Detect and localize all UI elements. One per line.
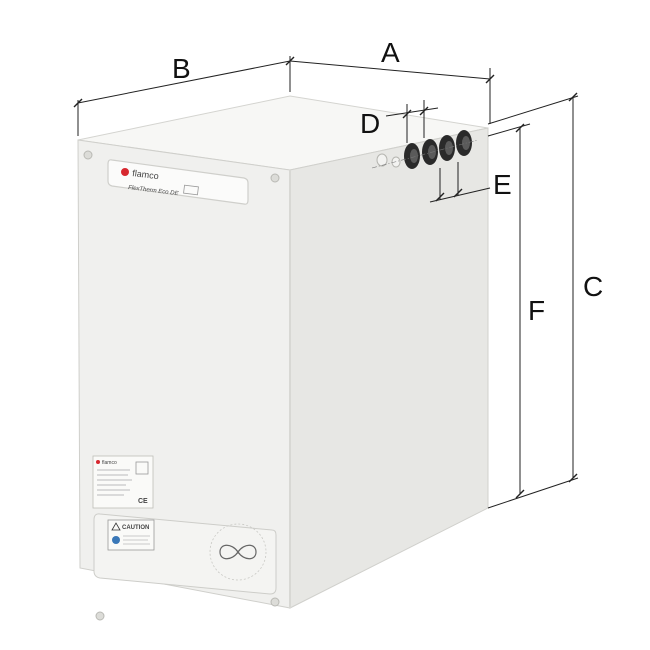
- info-icon: [112, 536, 120, 544]
- dimension-label-a: A: [381, 37, 400, 68]
- badge-indicator-icon: [183, 184, 199, 196]
- caution-label: CAUTION: [107, 519, 155, 551]
- sensor-port-icon: [391, 156, 401, 168]
- heat-battery-unit: flamco FlexTherm Eco DE flamco CE: [77, 95, 489, 621]
- screw-icon: [270, 173, 280, 183]
- ce-mark: CE: [138, 498, 148, 505]
- front-service-panel: CAUTION: [93, 513, 277, 595]
- rating-plate-brand: flamco: [102, 460, 117, 466]
- product-badge: flamco FlexTherm Eco DE: [107, 159, 249, 205]
- screw-icon: [270, 597, 280, 607]
- rating-plate: flamco CE: [92, 455, 154, 509]
- sustainability-infinity-icon: [209, 523, 267, 581]
- dimension-label-b: B: [172, 53, 191, 84]
- dimension-label-d: D: [360, 108, 380, 139]
- dimension-lines: [77, 56, 579, 509]
- dimension-label-c: C: [583, 271, 603, 302]
- dimension-label-f: F: [528, 295, 545, 326]
- sensor-port-icon: [376, 153, 388, 167]
- dimension-label-e: E: [493, 169, 512, 200]
- screw-icon: [83, 150, 93, 160]
- dimension-ticks: [73, 56, 578, 499]
- unit-side-face: [289, 127, 489, 609]
- screw-icon: [95, 611, 105, 621]
- badge-brand-text: flamco: [132, 168, 160, 181]
- caution-title: CAUTION: [122, 525, 149, 531]
- connection-ports: [371, 130, 479, 169]
- warning-triangle-icon: [111, 522, 121, 531]
- flamco-logo-icon: [121, 168, 129, 176]
